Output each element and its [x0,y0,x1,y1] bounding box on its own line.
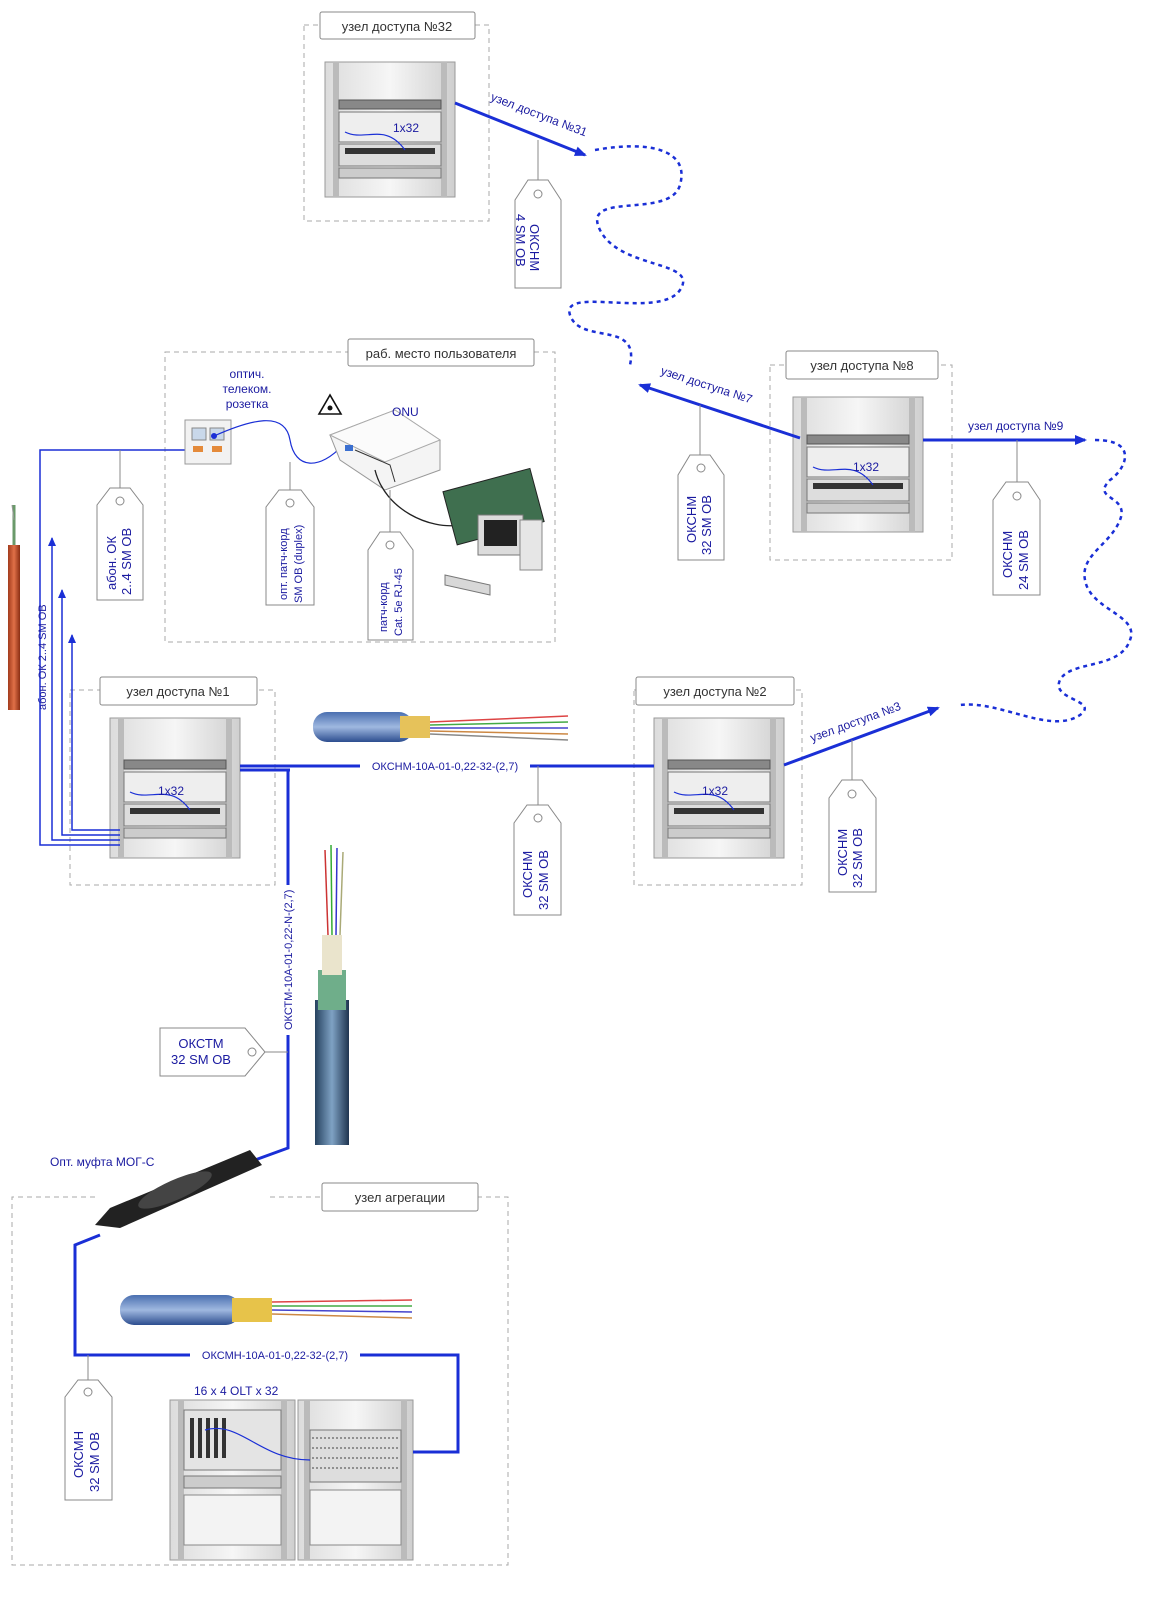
tag-32sm-mid: ОКСНМ 32 SM ОВ [513,766,562,916]
main-cable-label-bg [360,758,530,774]
agg-cable-label: ОКСМН-10А-01-0,22-32-(2,7) [202,1350,348,1362]
tag-okstm-line2: 32 SM ОВ [171,1052,231,1067]
wavy-cable-top [568,145,685,366]
workplace-title: раб. место пользователя [366,346,517,361]
link-to-31 [454,101,587,157]
onu-device [328,409,442,491]
tag-patch-cat-line2: Cat. 5e RJ-45 [393,568,405,636]
tag-4sm: ОКСНМ 4 SM ОВ [513,140,562,289]
abon-cable-picture [8,504,20,710]
cable-picture-aggregation [120,1295,413,1325]
socket-label-1: оптич. [230,367,265,381]
patch-rack [297,1399,414,1561]
tag-24sm: ОКСНМ 24 SM ОВ [992,440,1041,596]
cable-picture-vertical [315,844,349,1145]
abon-lines [39,449,185,846]
tag-patch-opt: опт. патч-корд SM ОВ (duplex) [265,462,315,606]
link-to-7-label: узел доступа №7 [659,364,754,407]
optical-socket [184,419,232,465]
tag-oksmn-line1: ОКСМН [71,1431,86,1478]
tag-32sm-node8-line2: 32 SM ОВ [699,495,714,555]
tag-patch-opt-line2: SM ОВ (duplex) [293,525,305,603]
coupling-label: Опт. муфта МОГ-С [50,1155,155,1169]
coupling-picture [95,1150,262,1228]
okstm-cable-label: ОКСТМ-10А-01-0,22-N-(2,7) [283,890,295,1030]
olt-label: 16 x 4 OLT x 32 [194,1384,279,1398]
tag-oksmn: ОКСМН 32 SM ОВ [64,1355,113,1501]
node8-title: узел доступа №8 [810,358,913,373]
group-node8: узел доступа №8 [769,350,953,561]
group-workplace: раб. место пользователя [164,338,556,643]
abon-vertical-label: абон. ОК 2..4 SM ОВ [37,604,49,710]
link-to-31-label: узел доступа №31 [489,90,590,140]
rack-node32: 1x32 [324,61,456,198]
cat5e-patchcord [374,469,461,527]
okstm-label-bg [281,885,295,1035]
splitter-label-node2: 1x32 [702,784,728,798]
tag-patch-cat: патч-корд Cat. 5e RJ-45 [367,490,414,641]
warning-icon [317,393,343,415]
group-node2: узел доступа №2 [633,676,803,886]
main-cable-label: ОКСНМ-10А-01-0,22-32-(2,7) [372,761,518,773]
tag-32sm-mid-line2: 32 SM ОВ [536,850,551,910]
tag-32sm-node3: ОКСНМ 32 SM ОВ [828,740,877,893]
socket-label-3: розетка [226,397,269,411]
node2-title: узел доступа №2 [663,684,766,699]
rack-node8: 1x32 [792,396,924,533]
opt-patchcord [213,420,344,464]
tag-okstm-line1: ОКСТМ [178,1036,223,1051]
wavy-cable-right [959,438,1133,723]
aggregation-title: узел агрегации [355,1190,445,1205]
olt-patch-fiber [204,1427,311,1461]
group-node1: узел доступа №1 [69,676,276,886]
tag-32sm-node3-line1: ОКСНМ [835,829,850,876]
tag-32sm-node3-line2: 32 SM ОВ [850,828,865,888]
tag-abon: абон. ОК 2..4 SM ОВ [96,450,144,601]
tag-oksmn-line2: 32 SM ОВ [87,1432,102,1492]
tag-abon-line2: 2..4 SM ОВ [119,528,134,595]
splitter-label-node32: 1x32 [393,121,419,135]
node32-title: узел доступа №32 [342,19,453,34]
tag-32sm-node8: ОКСНМ 32 SM ОВ [677,405,725,561]
splitter-label-node8: 1x32 [853,460,879,474]
agg-label-bg [190,1348,360,1363]
olt-rack [169,1399,296,1561]
tag-patch-opt-line1: опт. патч-корд [278,528,290,600]
rack-node2: 1x32 [653,717,785,859]
tag-24sm-line2: 24 SM ОВ [1016,530,1031,590]
tag-okstm: ОКСТМ 32 SM ОВ [159,1027,288,1077]
link-to-7 [638,383,801,440]
tag-32sm-node8-line1: ОКСНМ [684,496,699,543]
onu-label: ONU [392,405,419,419]
splitter-label-node1: 1x32 [158,784,184,798]
group-node32: узел доступа №32 [303,11,490,222]
group-aggregation: узел агрегации [11,1182,509,1566]
link-to-9-label: узел доступа №9 [968,419,1064,433]
tag-4sm-line2: 4 SM ОВ [513,214,528,267]
cable-picture-horizontal [313,712,569,742]
tag-abon-line1: абон. ОК [104,536,119,590]
tag-4sm-line1: ОКСНМ [527,224,542,271]
tag-32sm-mid-line1: ОКСНМ [520,851,535,898]
tag-patch-cat-line1: патч-корд [378,582,390,632]
rack-node1: 1x32 [109,717,241,859]
link-to-3 [783,706,940,767]
tag-24sm-line1: ОКСНМ [1000,531,1015,578]
pc-picture [442,467,545,596]
socket-label-2: телеком. [223,382,272,396]
node1-title: узел доступа №1 [126,684,229,699]
